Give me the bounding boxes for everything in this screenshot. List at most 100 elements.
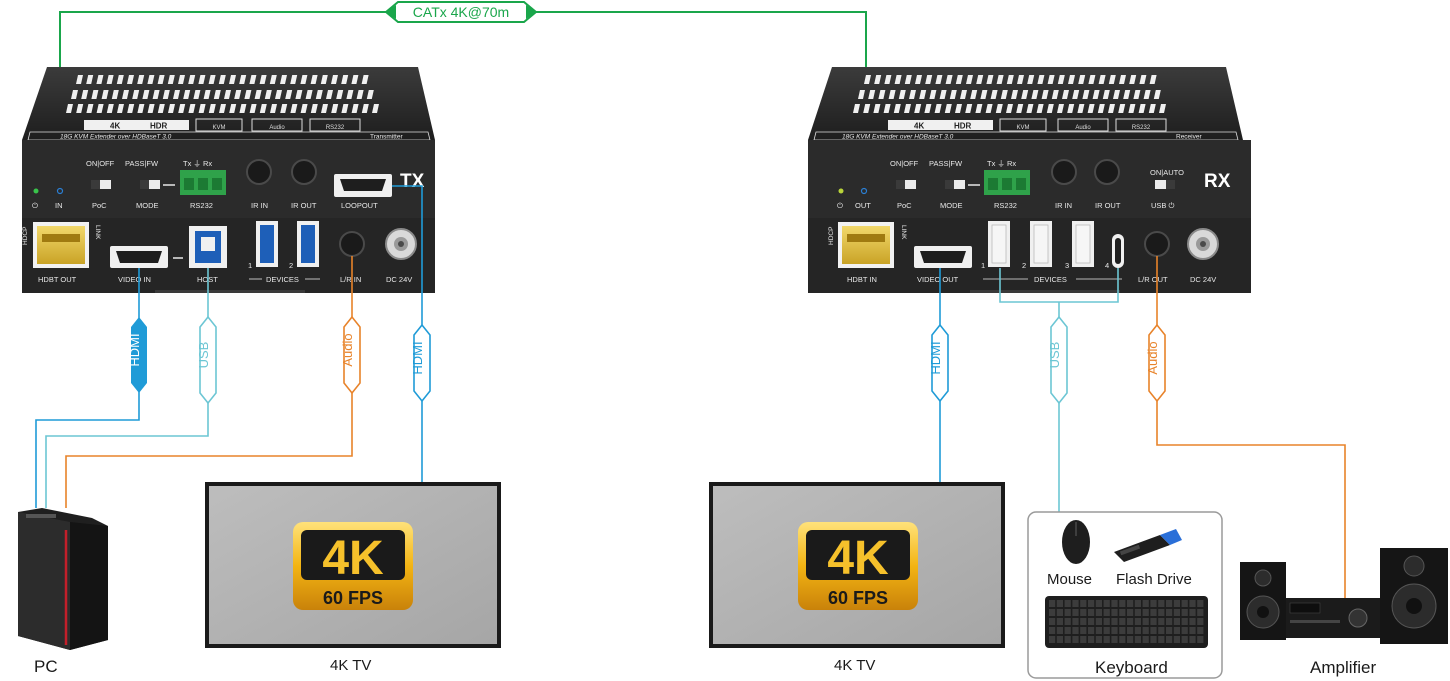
tx-rear-panel (22, 218, 435, 293)
rx-port-4-label: 4 (1105, 261, 1109, 270)
tag-rx-usb: USB (1047, 315, 1068, 405)
rx-ir-out-jack[interactable] (1094, 159, 1120, 185)
tx-hdmi-in-cable (35, 268, 140, 508)
tx-hdcp-label: HDCP (22, 227, 29, 245)
svg-text:HDMI: HDMI (410, 341, 425, 374)
tx-model-text: 18G KVM Extender over HDBaseT 3.0 (60, 134, 172, 141)
tx-link-label: LINK (94, 225, 101, 240)
rx-link-label: LINK (900, 225, 907, 240)
tv-right: 4K 60 FPS 4K TV (709, 482, 1005, 674)
tx-ir-in-jack[interactable] (246, 159, 272, 185)
tx-badge-kvm: KVM (212, 125, 225, 131)
tx-lr-in-label: L/R IN (340, 275, 361, 284)
rx-hdbt-in-label: HDBT IN (847, 275, 877, 284)
tx-ir-out-label: IR OUT (291, 201, 317, 210)
tx-mode-switch-top: PASS|FW (125, 159, 159, 168)
rx-lr-out-label: L/R OUT (1138, 275, 1168, 284)
tx-power-icon: ⏻ (32, 201, 39, 210)
rx-out-label: OUT (855, 201, 871, 210)
tx-badge-4k: 4K (110, 122, 120, 131)
rx-usb-label: USB ⏻ (1151, 201, 1176, 210)
tag-tx-audio: Audio (340, 315, 361, 395)
tx-lr-in-jack[interactable] (339, 231, 365, 257)
tx-in-label: IN (55, 201, 63, 210)
rx-role-text: Receiver (1176, 134, 1202, 141)
tx-usb-host-cable (45, 268, 209, 508)
rx-receiver: 4K HDR KVM Audio RS232 18G KVM Extender … (808, 67, 1251, 293)
tx-loopout-label: LOOPOUT (341, 201, 378, 210)
rx-power-led (838, 188, 844, 194)
tx-poc-switch-top: ON|OFF (86, 159, 115, 168)
rx-badge-rs232: RS232 (1132, 125, 1151, 131)
rx-rs232-top: Tx ⏚ Rx (987, 159, 1016, 168)
tx-mode-switch[interactable] (140, 180, 160, 189)
flash-drive-icon (1114, 529, 1182, 562)
rx-dc-label: DC 24V (1190, 275, 1216, 284)
pc-label: PC (34, 657, 58, 676)
tx-badge-audio: Audio (269, 125, 285, 131)
keyboard-icon (1045, 596, 1208, 648)
rx-badge-row: 4K HDR KVM Audio RS232 (888, 118, 1167, 132)
rx-badge-audio: Audio (1075, 125, 1091, 131)
tx-in-led (56, 187, 64, 195)
rx-usb-switch[interactable] (1155, 180, 1175, 189)
rx-badge-hdr: HDR (954, 122, 972, 131)
rx-video-out-label: VIDEO OUT (917, 275, 959, 284)
rx-port-1-label: 1 (981, 261, 985, 270)
tx-top-cover (22, 67, 435, 140)
rx-badge-kvm: KVM (1016, 125, 1029, 131)
rx-ir-in-label: IR IN (1055, 201, 1072, 210)
rx-poc-label: PoC (897, 201, 912, 210)
amplifier-system: Amplifier (1240, 548, 1448, 677)
rx-usb-switch-top: ON|AUTO (1150, 168, 1184, 177)
tx-rs232-label: RS232 (190, 201, 213, 210)
rx-poc-switch-top: ON|OFF (890, 159, 919, 168)
usb-peripherals-group: Mouse Flash Drive Keyboard (1027, 511, 1223, 679)
rx-lr-out-jack[interactable] (1144, 231, 1170, 257)
tx-rs232-top: Tx ⏚ Rx (183, 159, 212, 168)
rx-power-icon: ⏻ (837, 201, 844, 210)
rx-port-2-label: 2 (1022, 261, 1026, 270)
tag-tx-usb: USB (196, 315, 217, 405)
tx-mode-label: MODE (136, 201, 159, 210)
tx-power-led (33, 188, 39, 194)
svg-text:HDMI: HDMI (928, 341, 943, 374)
tx-poc-switch[interactable] (91, 180, 111, 189)
tag-tx-hdmi-in: HDMI (127, 317, 147, 393)
tx-transmitter: 4K HDR KVM Audio RS232 18G KVM Extender … (22, 67, 435, 293)
rx-ir-out-label: IR OUT (1095, 201, 1121, 210)
svg-text:USB: USB (196, 342, 211, 369)
tx-tag: TX (400, 171, 425, 192)
svg-text:USB: USB (1047, 342, 1062, 369)
rx-ir-in-jack[interactable] (1051, 159, 1077, 185)
rx-mode-switch[interactable] (945, 180, 965, 189)
tx-hdbt-out-label: HDBT OUT (38, 275, 77, 284)
tx-4k-hdr-badge (84, 120, 189, 130)
tx-vent-slots (66, 75, 379, 113)
tag-tx-hdmi-loop: HDMI (410, 323, 431, 403)
tag-rx-hdmi: HDMI (928, 323, 949, 403)
tv-right-badge-main: 4K (827, 532, 889, 585)
cat-cable-label-tag: CATx 4K@70m (384, 1, 538, 23)
rx-4k-hdr-badge (888, 120, 993, 130)
tx-role-text: Transmitter (370, 134, 403, 141)
svg-text:Audio: Audio (340, 333, 355, 366)
rx-poc-switch[interactable] (896, 180, 916, 189)
rx-devices-label: DEVICES (1034, 275, 1067, 284)
rx-rs232-label: RS232 (994, 201, 1017, 210)
pc-tower: PC (18, 508, 108, 676)
keyboard-label: Keyboard (1095, 658, 1168, 677)
rx-model-text: 18G KVM Extender over HDBaseT 3.0 (842, 134, 954, 141)
mouse-icon (1062, 520, 1090, 564)
tx-devices-label: DEVICES (266, 275, 299, 284)
tx-ir-out-jack[interactable] (291, 159, 317, 185)
mouse-label: Mouse (1047, 571, 1092, 588)
tx-port-1-label: 1 (248, 261, 252, 270)
rx-mode-label: MODE (940, 201, 963, 210)
cat-cable-label: CATx 4K@70m (413, 4, 509, 20)
tx-badge-rs232: RS232 (326, 125, 345, 131)
tx-ir-in-label: IR IN (251, 201, 268, 210)
rx-badge-4k: 4K (914, 122, 924, 131)
flash-drive-label: Flash Drive (1116, 571, 1192, 588)
